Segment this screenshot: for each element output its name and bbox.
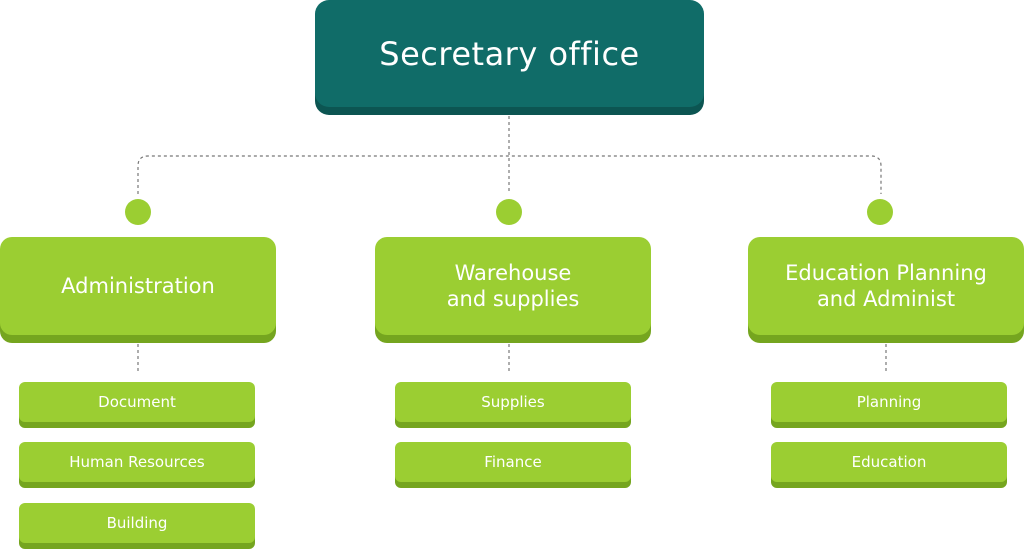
sub-unit-node: Building — [19, 503, 255, 543]
sub-unit-label: Human Resources — [69, 453, 205, 471]
sub-unit-label: Finance — [484, 453, 542, 471]
root-label: Secretary office — [379, 34, 640, 73]
sub-unit-node: Planning — [771, 382, 1007, 422]
sub-unit-node: Document — [19, 382, 255, 422]
sub-unit-label: Education — [851, 453, 927, 471]
sub-unit-label: Planning — [856, 393, 922, 411]
sub-unit-node: Human Resources — [19, 442, 255, 482]
sub-unit-label: Building — [106, 514, 168, 532]
sub-unit-node: Education — [771, 442, 1007, 482]
department-label: Warehouse and supplies — [446, 261, 580, 311]
sub-unit-label: Document — [98, 393, 176, 411]
sub-unit-node: Supplies — [395, 382, 631, 422]
department-node: Administration — [0, 237, 276, 335]
sub-unit-node: Finance — [395, 442, 631, 482]
department-label: Administration — [61, 274, 215, 298]
department-node: Warehouse and supplies — [375, 237, 651, 335]
root-node: Secretary office — [315, 0, 704, 107]
department-label: Education Planning and Administ — [785, 261, 987, 311]
department-node: Education Planning and Administ — [748, 237, 1024, 335]
connector-dot — [125, 199, 151, 225]
horizontal-connector — [137, 155, 882, 194]
connector-dot — [867, 199, 893, 225]
sub-unit-label: Supplies — [481, 393, 545, 411]
connector-dot — [496, 199, 522, 225]
